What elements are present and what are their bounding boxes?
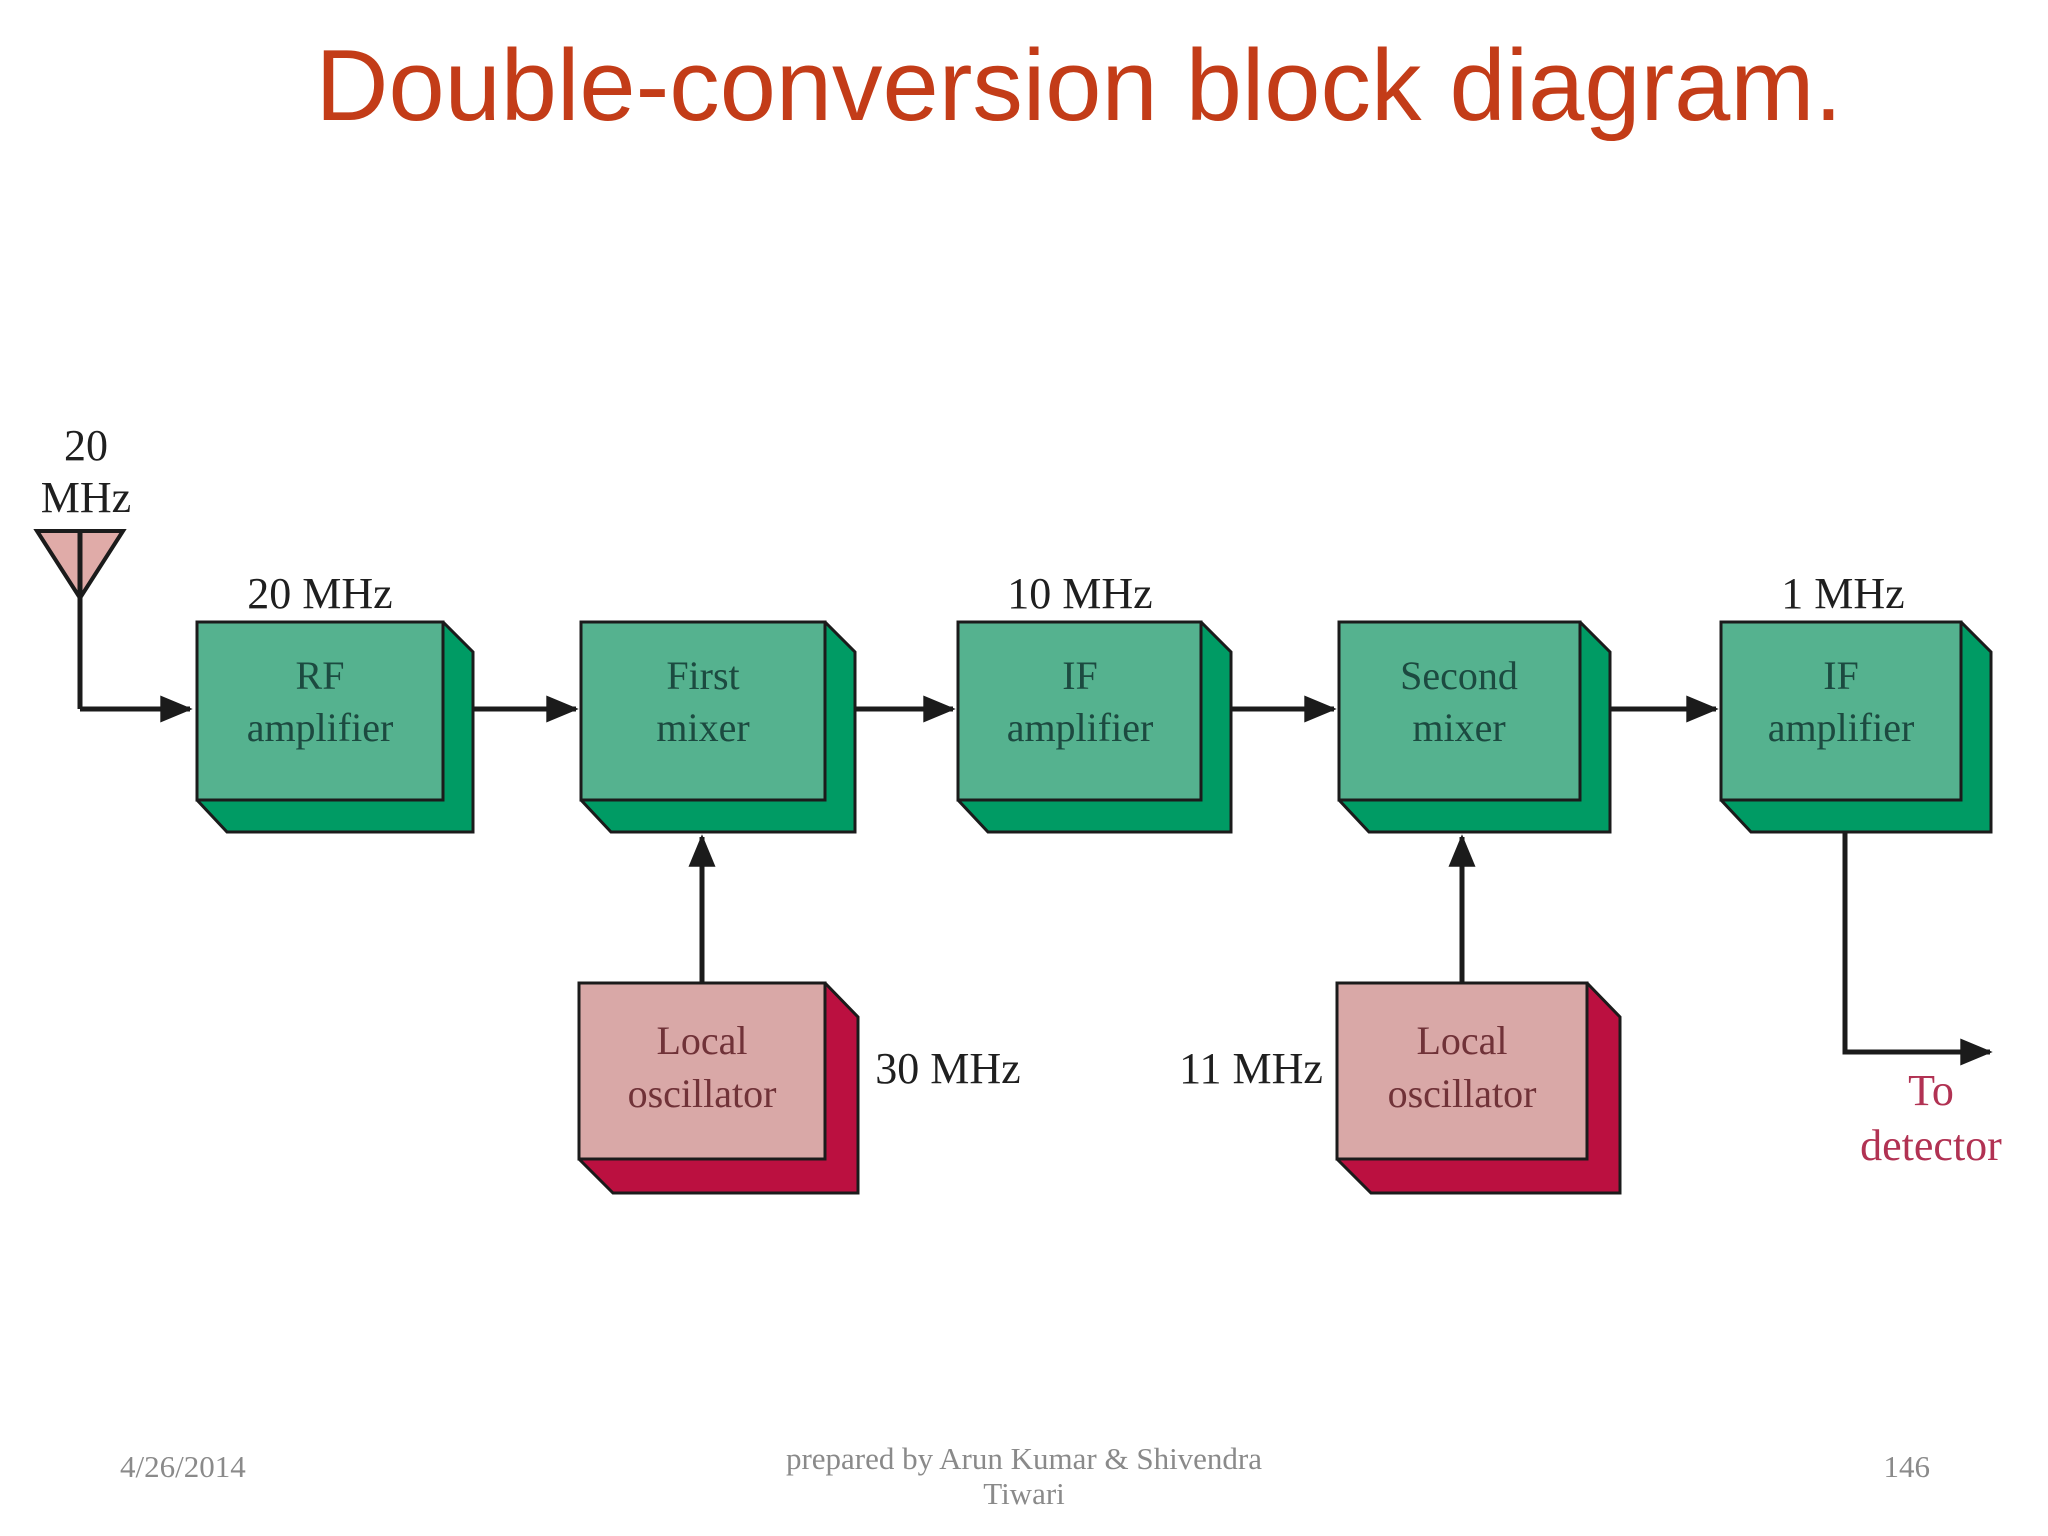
block-label: IF [1823,653,1859,698]
block-label: Local [1416,1018,1507,1063]
footer-credit-line2: Tiwari [983,1476,1065,1511]
freq-label-lo1: 30 MHz [875,1044,1020,1093]
block-label: amplifier [1007,705,1154,750]
block-label: Local [656,1018,747,1063]
block-label: Second [1400,653,1518,698]
block-label: mixer [1412,705,1505,750]
block-label: RF [296,653,345,698]
to-detector-label-line1: To [1908,1066,1954,1115]
block-label: First [666,653,739,698]
arrow-to-detector [1842,800,1993,1066]
freq-label-lo2: 11 MHz [1179,1044,1323,1093]
footer-credit: prepared by Arun Kumar & Shivendra Tiwar… [0,1441,2048,1511]
block-label: oscillator [1388,1071,1537,1116]
freq-label-second-if: 1 MHz [1781,569,1904,618]
block-second-mixer: Second mixer [1337,620,1612,834]
block-label: amplifier [247,705,394,750]
block-label: oscillator [628,1071,777,1116]
to-detector-label-line2: detector [1860,1121,2002,1170]
antenna-freq-line1: 20 [64,421,108,470]
block-label: IF [1062,653,1098,698]
block-label: amplifier [1768,705,1915,750]
footer-credit-line1: prepared by Arun Kumar & Shivendra [785,1441,1263,1476]
block-local-oscillator-1: Local oscillator [577,981,860,1195]
block-local-oscillator-2: Local oscillator [1335,981,1622,1195]
block-rf-amplifier: RF amplifier [195,620,475,834]
block-label: mixer [656,705,749,750]
freq-label-first-if: 10 MHz [1007,569,1152,618]
signal-arrows [80,695,1993,1066]
block-if-amplifier-1: IF amplifier [956,620,1233,834]
block-if-amplifier-2: IF amplifier [1719,620,1993,834]
footer-page-number: 146 [1883,1449,1931,1484]
antenna-freq-line2: MHz [41,473,131,522]
block-first-mixer: First mixer [579,620,857,834]
freq-label-rf-input: 20 MHz [247,569,392,618]
slide-title: Double-conversion block diagram. [315,30,1843,142]
antenna-icon [33,529,127,709]
footer-date: 4/26/2014 [120,1449,246,1484]
